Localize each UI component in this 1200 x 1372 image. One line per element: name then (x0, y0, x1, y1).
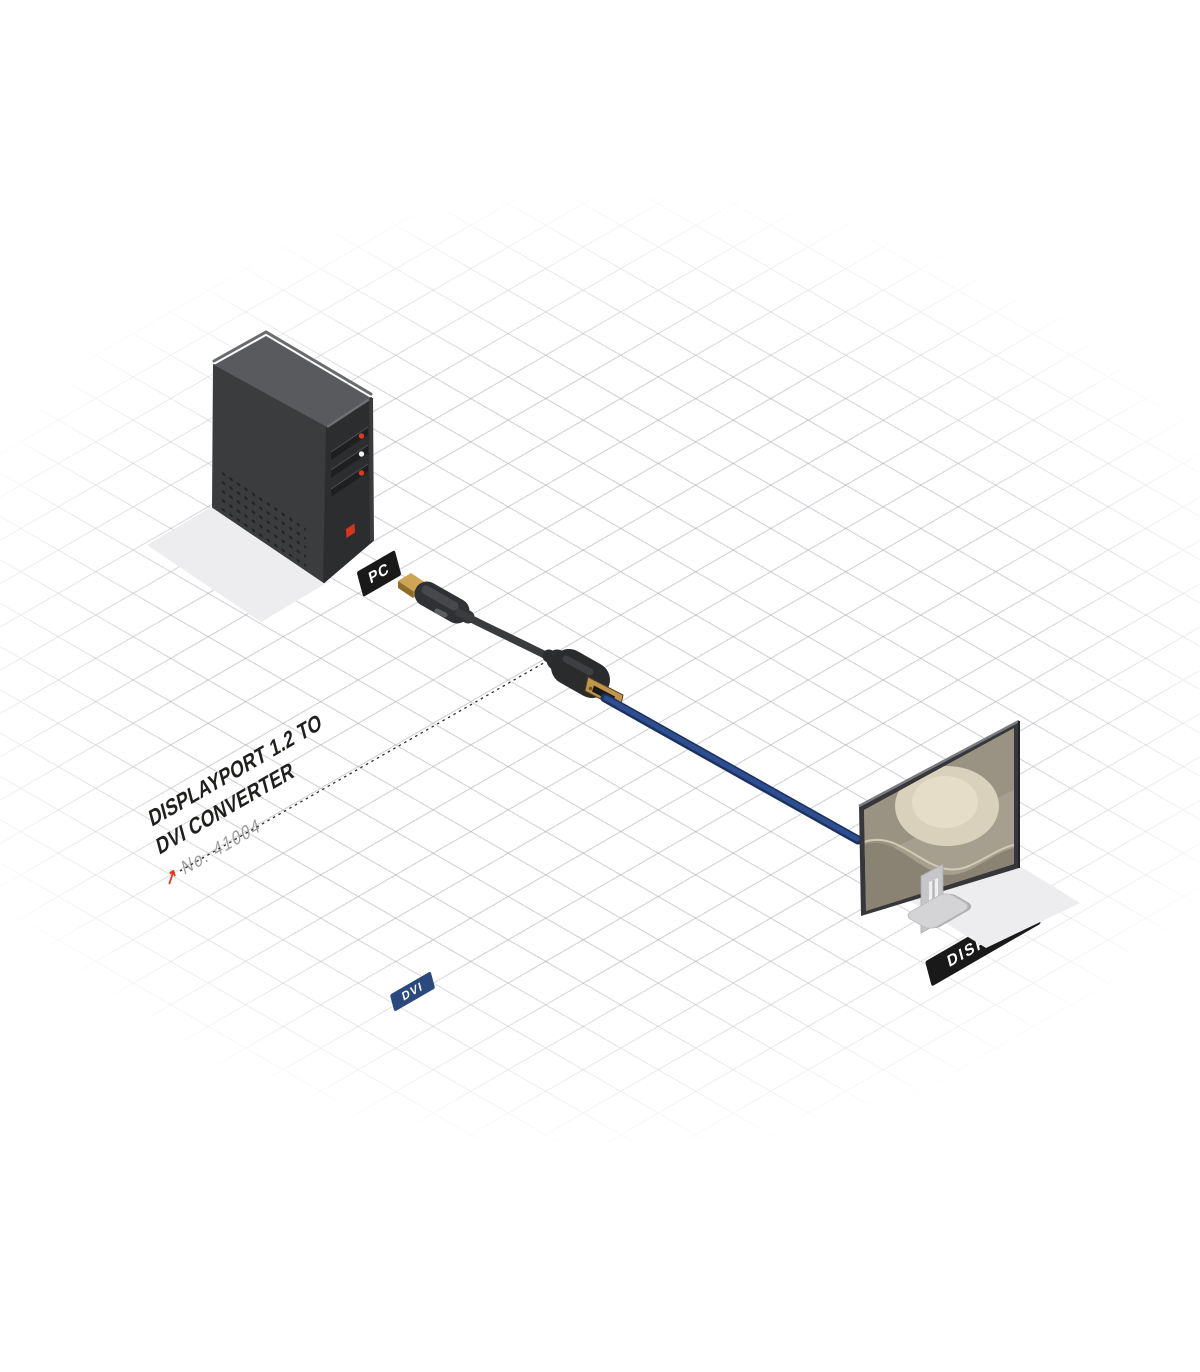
iso-grid-background (0, 150, 1200, 1210)
